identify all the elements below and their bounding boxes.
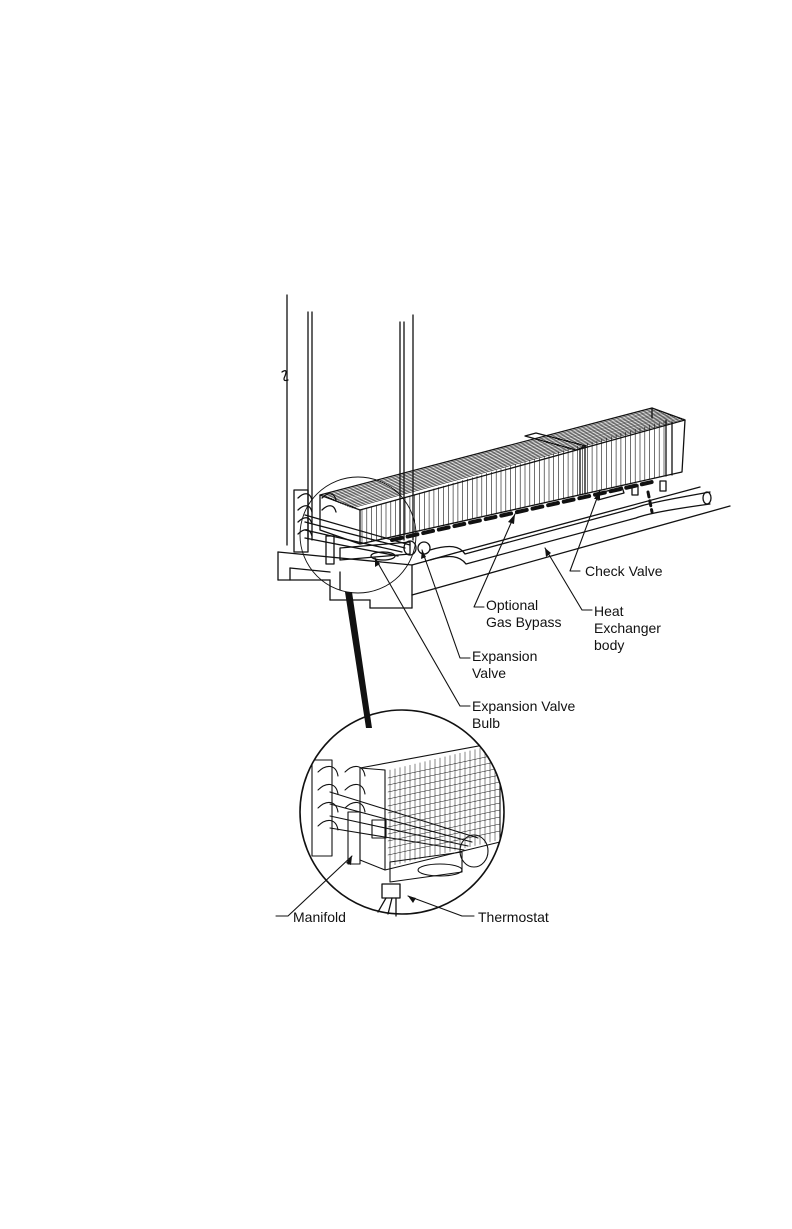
coil-top-fin [327, 411, 659, 498]
detail-wedge [345, 592, 372, 728]
label-heat-exchanger-line2: Exchanger [594, 620, 661, 637]
coil-top-fin [347, 418, 679, 507]
label-expansion-valve-line2: Valve [472, 665, 506, 682]
label-expansion-valve-bulb-line1: Expansion Valve [472, 698, 575, 715]
label-thermostat: Thermostat [478, 909, 549, 926]
coil-top-fin [343, 416, 675, 504]
label-expansion-valve-bulb-line2: Bulb [472, 715, 500, 732]
coil-fins [322, 409, 684, 544]
label-manifold: Manifold [293, 909, 346, 926]
coil-top-fin [345, 417, 677, 506]
check-valve-stub [648, 492, 652, 512]
coil-top-fin [331, 412, 663, 500]
enlarged-detail [300, 710, 510, 916]
label-optional-gas-bypass-line1: Optional [486, 597, 538, 614]
label-optional-gas-bypass-line2: Gas Bypass [486, 614, 561, 631]
label-check-valve: Check Valve [585, 563, 663, 580]
detail-fin-cross [388, 754, 500, 778]
label-expansion-valve-line1: Expansion [472, 648, 537, 665]
coil-top-fin [322, 409, 654, 496]
label-heat-exchanger-line1: Heat [594, 603, 624, 620]
label-heat-exchanger-line3: body [594, 637, 624, 654]
